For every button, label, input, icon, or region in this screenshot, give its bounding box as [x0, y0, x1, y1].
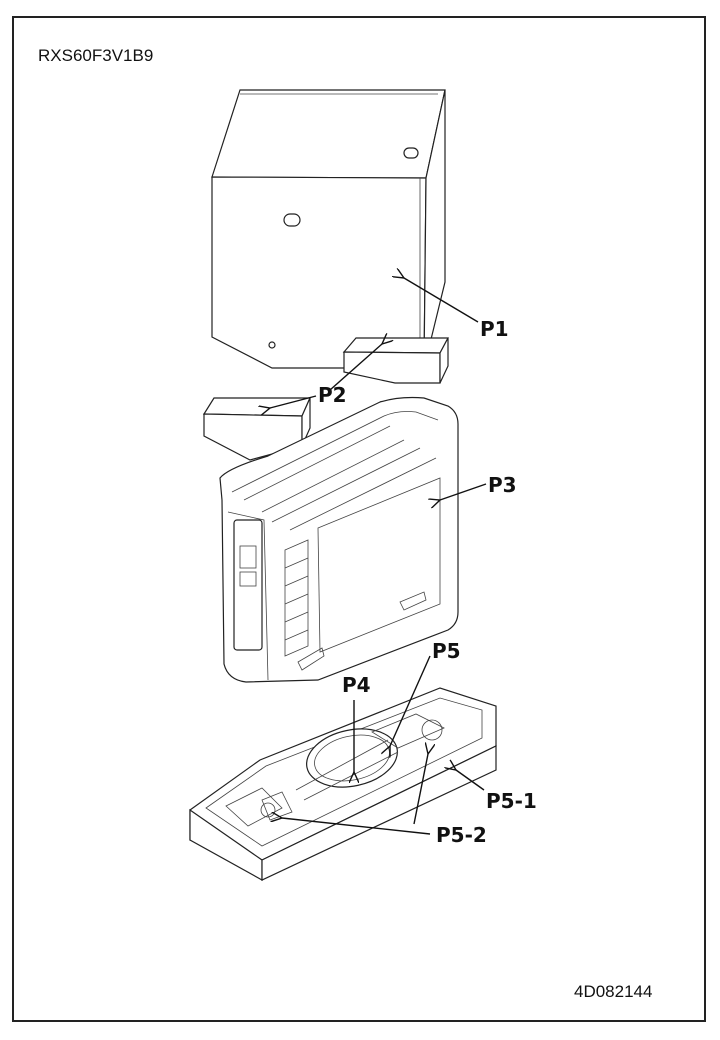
label-p4: P4: [342, 673, 371, 697]
label-p5: P5: [432, 639, 461, 663]
leader-arrows: [270, 278, 487, 835]
carton-cover-p1: [211, 89, 446, 369]
label-p2: P2: [318, 383, 347, 407]
label-p1: P1: [480, 317, 509, 341]
base-tray-p4-p5: [189, 687, 497, 882]
foam-block-upper-p2: [342, 337, 449, 384]
document-number: 4D082144: [574, 982, 653, 1001]
label-p5-1: P5-1: [486, 789, 537, 813]
label-p3: P3: [488, 473, 517, 497]
drawing-frame: [12, 16, 706, 1022]
outdoor-unit-p3: [219, 396, 459, 683]
model-code: RXS60F3V1B9: [38, 46, 154, 65]
label-p5-2: P5-2: [436, 823, 487, 847]
